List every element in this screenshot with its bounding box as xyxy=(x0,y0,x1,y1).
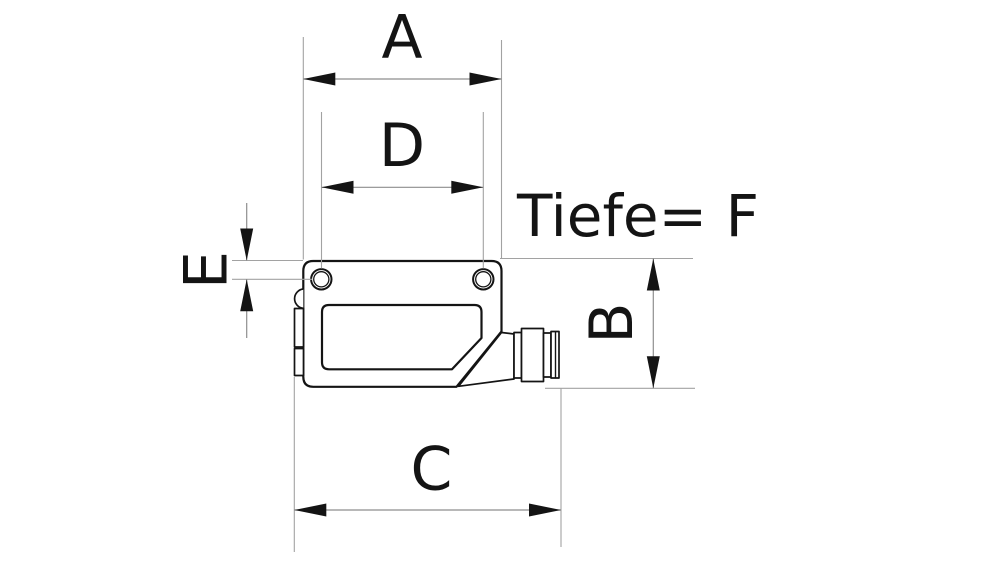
dimension-c-label: C xyxy=(411,435,453,505)
connector-ring-2 xyxy=(520,327,545,383)
dimension-e-label: E xyxy=(172,251,242,289)
mounting-hole-right-inner xyxy=(475,271,492,288)
arrowhead-right xyxy=(451,180,484,194)
side-plate-upper xyxy=(293,307,305,348)
depth-note: Tiefe= F xyxy=(516,182,759,250)
connector-ring-1 xyxy=(513,331,523,379)
dimension-c: C xyxy=(293,377,562,552)
lens-bump xyxy=(293,288,304,310)
display-window xyxy=(320,303,483,371)
dimension-e: E xyxy=(172,203,312,338)
arrowhead-left xyxy=(294,503,327,517)
dimension-d: D xyxy=(320,111,484,269)
dimension-d-label: D xyxy=(379,111,425,181)
arrowhead-down xyxy=(240,228,254,261)
mounting-hole-left-inner xyxy=(313,271,330,288)
dimension-a-label: A xyxy=(381,3,422,73)
sensor-body xyxy=(293,259,560,388)
arrowhead-left xyxy=(303,72,336,86)
arrowhead-right xyxy=(529,503,561,517)
dimension-b-label: B xyxy=(577,302,647,343)
connector-neck xyxy=(457,331,515,388)
arrowhead-up xyxy=(646,258,660,291)
side-plate-lower xyxy=(293,347,305,377)
arrowhead-down xyxy=(646,356,660,389)
arrowhead-up xyxy=(240,279,254,312)
dimension-a: A xyxy=(302,3,503,260)
dimension-b: B xyxy=(500,257,695,389)
connector-ring-3 xyxy=(542,332,552,378)
arrowhead-left xyxy=(321,180,354,194)
arrowhead-right xyxy=(469,72,502,86)
